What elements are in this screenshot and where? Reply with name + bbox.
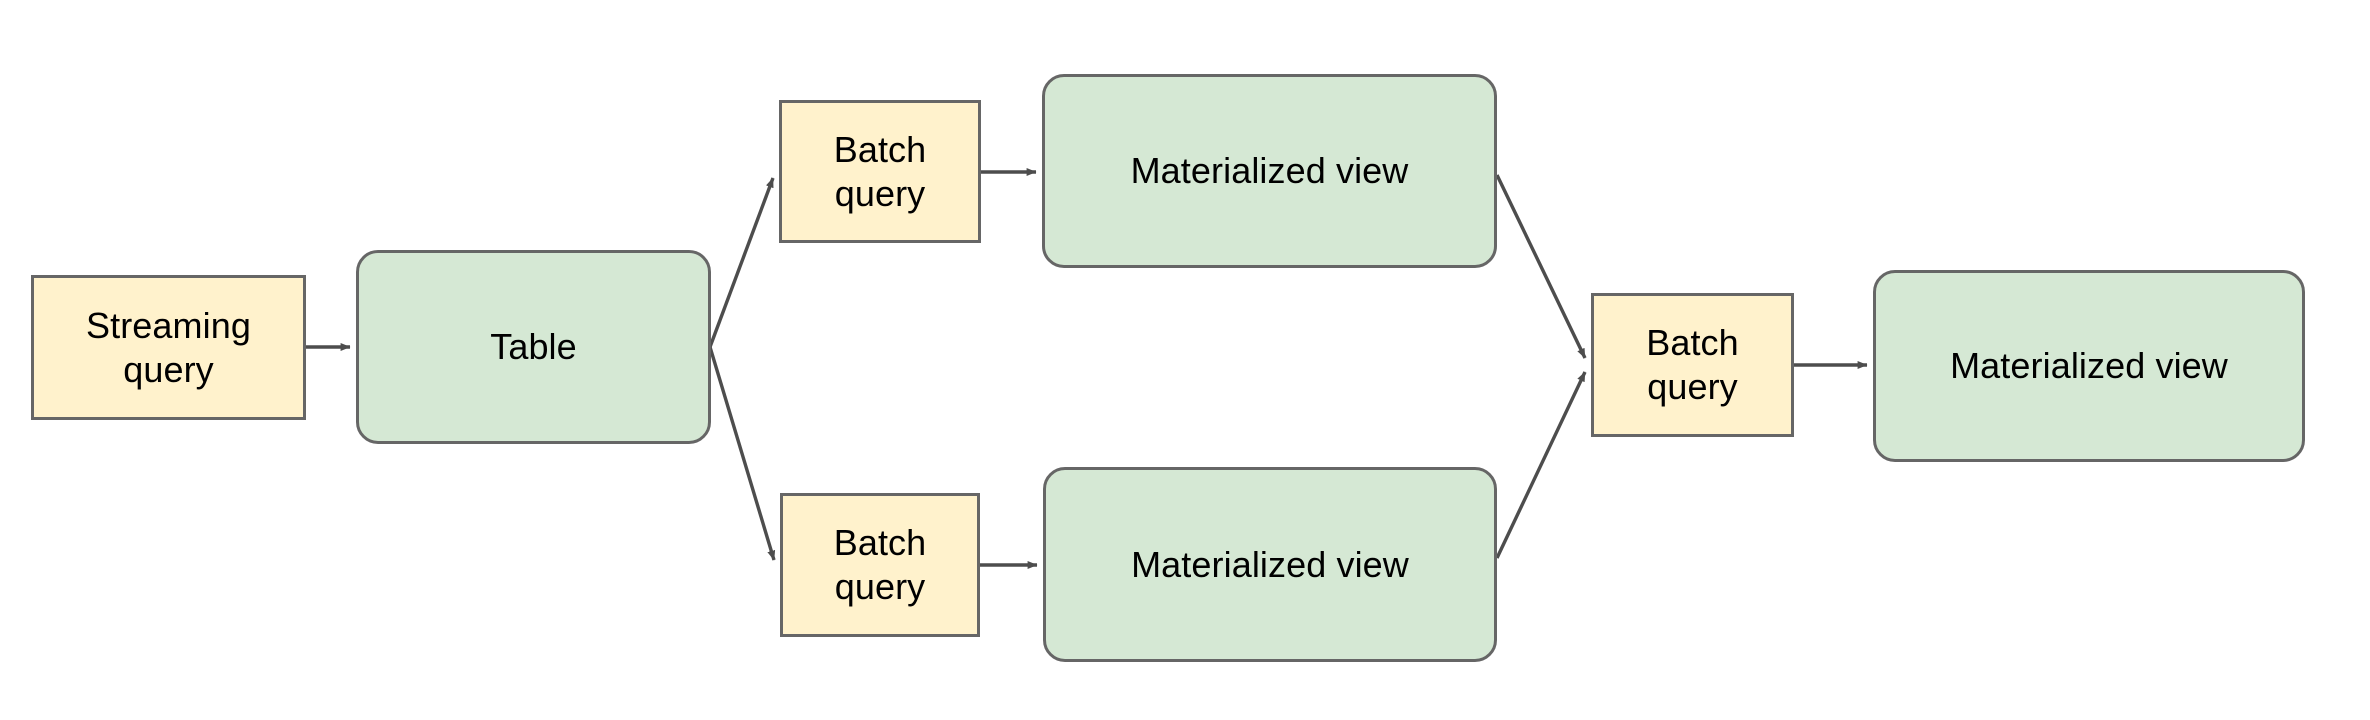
node-materialized-view-final[interactable]: Materialized view (1873, 270, 2305, 462)
edge-mv-top-to-batch-merge (1495, 174, 1587, 359)
edge-table-to-batch-top (708, 177, 775, 348)
node-batch-query-bottom[interactable]: Batch query (780, 493, 980, 637)
node-batch-query-merge[interactable]: Batch query (1591, 293, 1794, 437)
node-materialized-view-top[interactable]: Materialized view (1042, 74, 1497, 268)
edge-table-to-batch-bottom (708, 346, 776, 561)
node-streaming-query[interactable]: Streaming query (31, 275, 306, 420)
node-materialized-view-bottom[interactable]: Materialized view (1043, 467, 1497, 662)
node-batch-query-top[interactable]: Batch query (779, 100, 981, 243)
edge-mv-bottom-to-batch-merge (1495, 371, 1587, 559)
node-table[interactable]: Table (356, 250, 711, 444)
